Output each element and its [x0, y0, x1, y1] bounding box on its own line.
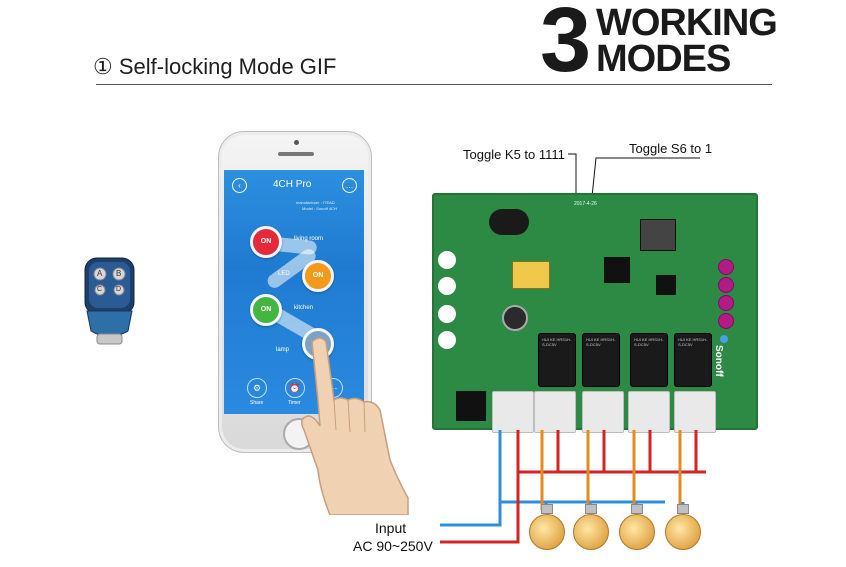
bulb-base [631, 504, 643, 514]
model-line: Model : Sonoff 4CH [302, 206, 337, 211]
switch-led-state: ON [312, 272, 324, 279]
back-icon[interactable]: ‹ [232, 178, 247, 193]
sonoff-board: 2017-4-26 HUI KE HRS1H-S-DC5V HUI KE HRS… [432, 193, 758, 433]
annotation-toggle-k5: Toggle K5 to 1111 [463, 147, 565, 162]
switch-kitchen[interactable]: ON [250, 294, 282, 326]
relay-label: HUI KE HRS1H-S-DC5V [586, 337, 616, 347]
chip-component [604, 257, 630, 283]
remote-button-c: C [97, 286, 103, 293]
switch-lamp-label: lamp [276, 347, 290, 353]
switch-led[interactable]: ON [302, 260, 334, 292]
share-icon[interactable]: ⚙ [247, 378, 267, 398]
wiring [440, 430, 706, 544]
chip-component [656, 275, 676, 295]
push-button[interactable] [438, 305, 456, 323]
relay: HUI KE HRS1H-S-DC5V [630, 333, 668, 387]
capacitor-component [502, 305, 528, 331]
relay: HUI KE HRS1H-S-DC5V [674, 333, 712, 387]
mode-label: ① Self-locking Mode GIF [93, 54, 337, 79]
app-title: 4CH Pro [273, 179, 312, 190]
share-label: Share [250, 400, 264, 406]
output-terminal [582, 391, 624, 433]
relay-label: HUI KE HRS1H-S-DC5V [542, 337, 572, 347]
wifi-module [640, 219, 676, 251]
light-bulb-icon [573, 514, 609, 550]
title-word-modes: MODES [596, 38, 731, 80]
bulb-base [677, 504, 689, 514]
capacitor-component [489, 209, 529, 235]
channel-button[interactable] [718, 259, 734, 275]
switch-living-room-state: ON [260, 238, 272, 245]
channel-button[interactable] [718, 277, 734, 293]
light-bulb-icon [665, 514, 701, 550]
relay-label: HUI KE HRS1H-S-DC5V [634, 337, 664, 347]
timer-icon[interactable]: ⏰ [285, 378, 305, 398]
switch-kitchen-state: ON [260, 306, 272, 313]
switch-led-label: LED [278, 271, 290, 277]
output-terminal [674, 391, 716, 433]
light-bulb-icon [529, 514, 565, 550]
board-date: 2017-4-26 [574, 201, 597, 207]
remote-button-b: B [116, 269, 122, 278]
push-button[interactable] [438, 251, 456, 269]
remote-button-a: A [97, 269, 103, 278]
header-divider [96, 84, 772, 85]
brand-label: Sonoff [713, 345, 724, 377]
title-number: 3 [540, 0, 591, 91]
channel-button[interactable] [718, 295, 734, 311]
transformer-component [512, 261, 550, 289]
phone-screen: ‹ 4CH Pro … manufacturer : ITEAD Model :… [224, 170, 364, 414]
push-button[interactable] [438, 331, 456, 349]
pointing-hand [301, 337, 409, 515]
output-terminal [628, 391, 670, 433]
annotation-toggle-s6: Toggle S6 to 1 [629, 141, 713, 156]
switch-living-room[interactable]: ON [250, 226, 282, 258]
phone-camera [294, 140, 299, 145]
bulb-base [585, 504, 597, 514]
input-label: Input [375, 520, 407, 536]
channel-button[interactable] [718, 313, 734, 329]
relay: HUI KE HRS1H-S-DC5V [582, 333, 620, 387]
relay-label: HUI KE HRS1H-S-DC5V [678, 337, 708, 347]
title-word-working: WORKING [596, 2, 778, 44]
status-led [720, 335, 728, 343]
output-terminal [534, 391, 576, 433]
input-terminal [492, 391, 534, 433]
power-jack [456, 391, 486, 421]
switch-kitchen-label: kitchen [294, 305, 314, 311]
push-button[interactable] [438, 277, 456, 295]
ac-voltage-label: AC 90~250V [353, 538, 433, 554]
phone-speaker [278, 152, 314, 156]
timer-label: Timer [288, 400, 301, 406]
remote-control: A B C D [83, 256, 136, 348]
switch-living-room-label: living room [294, 236, 324, 242]
manufacturer-line: manufacturer : ITEAD [296, 200, 335, 205]
light-bulb-icon [619, 514, 655, 550]
bulb-base [541, 504, 553, 514]
more-icon[interactable]: … [342, 178, 357, 193]
relay: HUI KE HRS1H-S-DC5V [538, 333, 576, 387]
remote-button-d: D [116, 286, 122, 293]
